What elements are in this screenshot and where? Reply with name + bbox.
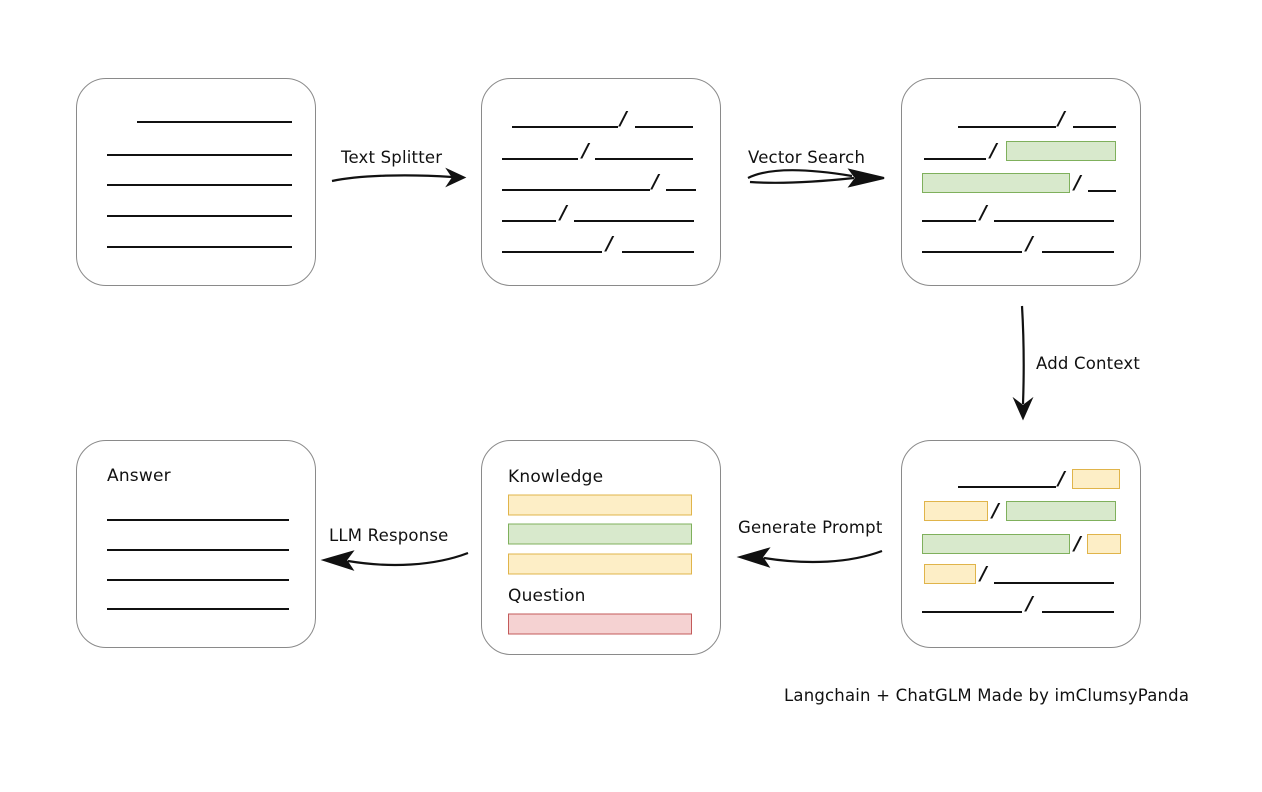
chunk-line	[666, 189, 696, 191]
edge-label-llm-response: LLM Response	[329, 526, 449, 545]
chunk-line	[1073, 126, 1116, 128]
node-vector-search-results[interactable]: / / / / /	[901, 78, 1141, 286]
chunk-separator: /	[560, 201, 567, 224]
match-chip-green	[1006, 501, 1116, 521]
chunk-line	[1042, 251, 1114, 253]
document-line	[137, 121, 292, 123]
chunk-separator: /	[582, 139, 589, 162]
chunk-separator: /	[1058, 107, 1065, 130]
answer-line	[107, 519, 289, 521]
edge-label-text-splitter: Text Splitter	[341, 148, 443, 167]
credit-text: Langchain + ChatGLM Made by imClumsyPand…	[784, 686, 1190, 705]
chunk-line	[958, 486, 1056, 488]
document-line	[107, 246, 292, 248]
chunk-separator: /	[990, 139, 997, 162]
chunk-line	[595, 158, 693, 160]
match-chip-green	[922, 173, 1070, 193]
chunk-line	[958, 126, 1056, 128]
match-chip-green	[1006, 141, 1116, 161]
chunk-separator: /	[1026, 232, 1033, 255]
question-chip-red	[508, 613, 692, 635]
knowledge-chip-yellow	[508, 494, 692, 516]
chunk-separator: /	[1058, 467, 1065, 490]
arrow-vector-search	[747, 168, 885, 188]
chunk-line	[994, 582, 1114, 584]
chunk-separator: /	[992, 499, 999, 522]
arrow-text-splitter	[331, 167, 467, 188]
chunk-separator: /	[1074, 171, 1081, 194]
node-split-chunks[interactable]: / / / / /	[481, 78, 721, 286]
node-source-document[interactable]	[76, 78, 316, 286]
arrow-add-context	[1012, 305, 1034, 421]
chunk-line	[1042, 611, 1114, 613]
arrow-generate-prompt	[736, 547, 883, 568]
chunk-separator: /	[980, 562, 987, 585]
chunk-line	[622, 251, 694, 253]
chunk-line	[502, 220, 556, 222]
document-line	[107, 154, 292, 156]
node-answer[interactable]: Answer	[76, 440, 316, 648]
document-line	[107, 184, 292, 186]
knowledge-label: Knowledge	[508, 467, 604, 487]
answer-label: Answer	[107, 466, 171, 486]
question-label: Question	[508, 586, 586, 606]
chunk-line	[512, 126, 618, 128]
edge-label-vector-search: Vector Search	[748, 148, 866, 167]
match-chip-green	[922, 534, 1070, 554]
context-chip-yellow	[924, 564, 976, 584]
node-context-document[interactable]: / / / / /	[901, 440, 1141, 648]
chunk-line	[635, 126, 693, 128]
chunk-line	[994, 220, 1114, 222]
answer-line	[107, 579, 289, 581]
chunk-separator: /	[980, 201, 987, 224]
edge-label-add-context: Add Context	[1036, 354, 1141, 373]
context-chip-yellow	[1087, 534, 1121, 554]
chunk-line	[924, 158, 986, 160]
arrow-llm-response	[320, 550, 469, 571]
answer-line	[107, 549, 289, 551]
chunk-line	[502, 251, 602, 253]
chunk-line	[502, 158, 578, 160]
chunk-line	[574, 220, 694, 222]
chunk-separator: /	[1026, 592, 1033, 615]
edge-label-generate-prompt: Generate Prompt	[738, 518, 883, 537]
context-chip-yellow	[924, 501, 988, 521]
chunk-line	[502, 189, 650, 191]
document-line	[107, 215, 292, 217]
chunk-line	[1088, 190, 1116, 192]
knowledge-chip-green	[508, 523, 692, 545]
node-prompt[interactable]: Knowledge Question	[481, 440, 721, 655]
chunk-separator: /	[652, 170, 659, 193]
chunk-separator: /	[620, 107, 627, 130]
chunk-line	[922, 251, 1022, 253]
chunk-line	[922, 220, 976, 222]
answer-line	[107, 608, 289, 610]
knowledge-chip-yellow	[508, 553, 692, 575]
chunk-line	[922, 611, 1022, 613]
chunk-separator: /	[606, 232, 613, 255]
context-chip-yellow	[1072, 469, 1120, 489]
chunk-separator: /	[1074, 532, 1081, 555]
